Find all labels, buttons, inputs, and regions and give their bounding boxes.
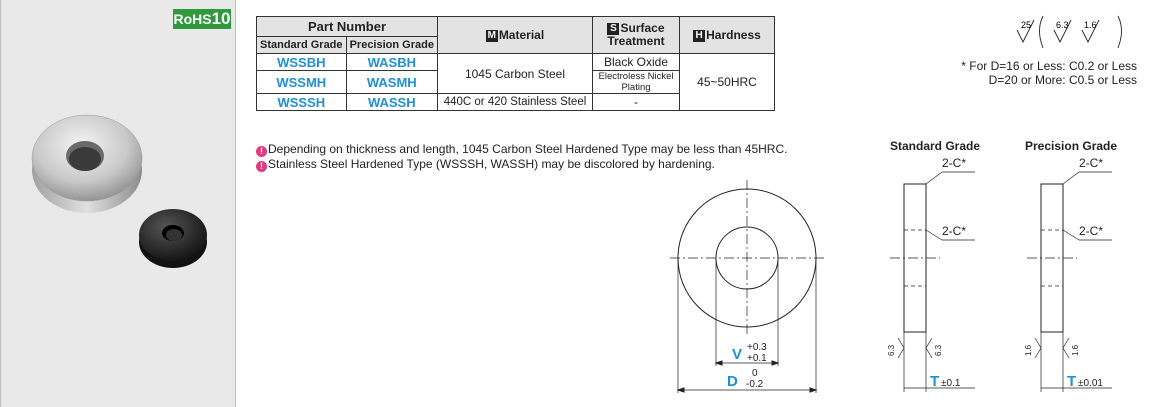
surface-cell: Black Oxide [592,53,680,71]
surface-finish-symbols: 25 6.3 1.6 [1016,15,1122,49]
part-number-precision[interactable]: WASMH [345,70,439,94]
v-tol-upper: +0.3 [747,342,767,353]
finish-alt1: 6.3 [1056,20,1069,30]
material-cell: 440C or 420 Stainless Steel [437,93,593,111]
roughness-precision-right: 1.6 [1071,344,1080,356]
chamfer-note: * For D=16 or Less: C0.2 or Less D=20 or… [961,59,1137,87]
material-cell: 1045 Carbon Steel [437,53,593,94]
product-image-panel: RoHS10 [0,0,236,407]
table-row: WSSBH WASBH 1045 Carbon Steel Black Oxid… [256,53,775,111]
d-label: D [727,373,738,390]
hardness-cell: 45~50HRC [679,53,775,111]
hardness-letter-icon: H [693,30,706,42]
surface-label-2: Treatment [607,34,665,48]
precision-grade-title: Precision Grade [1025,139,1117,153]
roughness-precision-left: 1.6 [1024,344,1033,356]
rohs-prefix: RoHS [173,11,212,27]
d-tol-upper: 0 [752,368,758,379]
roughness-standard-left: 6.3 [887,344,896,356]
washer-photo [31,114,207,268]
surface-cell: - [592,93,680,111]
header-part-number: Part Number [256,16,438,37]
caution-icon: ! [256,146,267,157]
hardness-label: Hardness [706,28,761,42]
table-row: WSSSH WASSH 440C or 420 Stainless Steel … [256,93,775,111]
material-label: Material [498,28,545,42]
roughness-standard-right: 6.3 [934,344,943,356]
header-standard-grade: Standard Grade [256,36,347,54]
finish-alt2: 1.6 [1084,20,1097,30]
chamfer-note-line1: * For D=16 or Less: C0.2 or Less [961,59,1137,73]
finish-main: 25 [1021,20,1031,30]
rohs-number: 10 [211,9,231,28]
chamfer-note-line2: D=20 or More: C0.5 or Less [988,73,1137,87]
v-label: V [732,346,742,363]
chamfer-label: 2-C* [1079,224,1103,238]
material-letter-icon: M [485,30,498,42]
note-item: !Stainless Steel Hardened Type (WSSSH, W… [256,157,787,172]
t-label-standard: T [930,373,939,390]
surface-label-1: Surface [620,21,665,35]
table-row: WSSMH WASMH Electroless Nickel Plating [256,70,775,94]
part-number-standard[interactable]: WSSMH [256,70,347,94]
standard-grade-title: Standard Grade [890,139,980,153]
v-tol-lower: +0.1 [747,353,767,364]
t-label-precision: T [1067,373,1076,390]
notes: !Depending on thickness and length, 1045… [256,142,787,172]
d-tol-lower: -0.2 [746,379,764,390]
part-number-standard[interactable]: WSSSH [256,93,347,111]
t-tol-standard: ±0.1 [941,378,961,389]
note-item: !Depending on thickness and length, 1045… [256,142,787,157]
chamfer-label: 2-C* [942,224,966,238]
note-text: Depending on thickness and length, 1045 … [268,142,788,156]
header-precision-grade: Precision Grade [345,36,439,54]
caution-icon: ! [256,161,267,172]
part-number-precision[interactable]: WASSH [345,93,439,111]
chamfer-label: 2-C* [1079,156,1103,170]
t-tol-precision: ±0.01 [1078,378,1103,389]
chamfer-label: 2-C* [942,156,966,170]
surface-letter-icon: S [607,23,620,35]
note-text: Stainless Steel Hardened Type (WSSSH, WA… [268,157,715,171]
rohs-badge: RoHS10 [173,9,231,29]
